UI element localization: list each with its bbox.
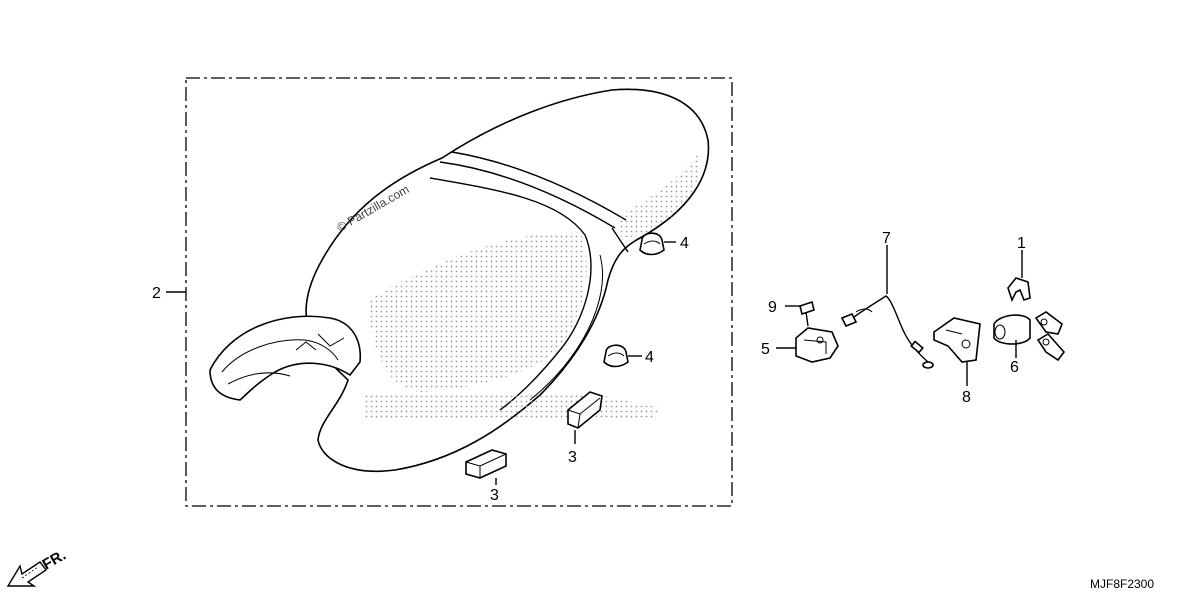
callout-2: 2 [152,285,161,302]
callout-5: 5 [761,341,770,358]
callout-9: 9 [768,299,777,316]
bolt[interactable] [799,300,815,327]
grommet-lower[interactable] [603,344,629,368]
callout-3-upper: 3 [568,449,577,466]
seat-lock-set[interactable] [993,311,1066,362]
lock-stay-plate[interactable] [933,317,981,363]
callout-8: 8 [962,389,971,406]
seat-release-cable[interactable] [840,295,934,369]
rubber-block-upper[interactable] [567,391,603,429]
callout-1: 1 [1017,235,1026,252]
front-direction-arrow-icon [6,561,48,587]
rubber-block-lower[interactable] [465,449,507,479]
callout-3-lower: 3 [490,487,499,504]
seat-catch-bracket[interactable] [795,327,839,363]
callout-4-upper: 4 [680,235,689,252]
lock-retaining-clip[interactable] [1007,277,1031,303]
seat-assembly[interactable] [209,88,710,472]
callout-4-lower: 4 [645,349,654,366]
diagram-code: MJF8F2300 [1090,577,1154,591]
callout-6: 6 [1010,359,1019,376]
leader-lines [166,241,1023,485]
callout-7: 7 [882,230,891,247]
grommet-upper[interactable] [639,232,665,256]
